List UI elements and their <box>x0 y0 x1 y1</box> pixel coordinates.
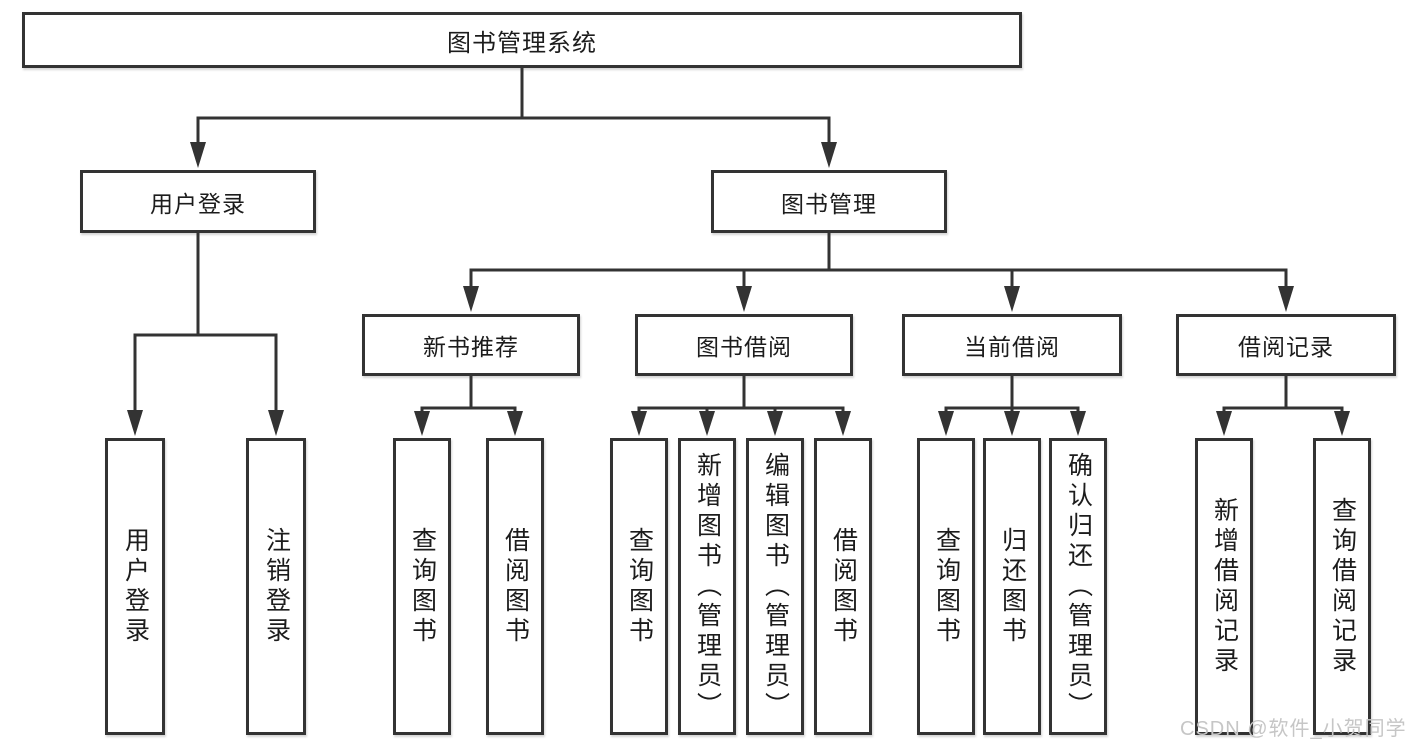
leaf-borrow-edit-book-admin: 编辑图书（管理员） <box>746 438 804 735</box>
leaf-borrow-edit-book-admin-label: 编辑图书（管理员） <box>761 451 790 722</box>
connector-current-borrow-to-leaves <box>938 376 1086 436</box>
node-book-borrow-label: 图书借阅 <box>696 334 792 360</box>
leaf-current-query-book: 查询图书 <box>917 438 975 735</box>
leaf-current-query-book-label: 查询图书 <box>932 526 961 647</box>
node-root-label: 图书管理系统 <box>447 29 597 57</box>
leaf-user-login: 用户登录 <box>105 438 165 735</box>
leaf-record-query-borrow-record: 查询借阅记录 <box>1313 438 1371 735</box>
node-user-login-label: 用户登录 <box>150 190 246 217</box>
node-borrow-record: 借阅记录 <box>1176 314 1396 376</box>
leaf-borrow-query-book-label: 查询图书 <box>625 526 654 647</box>
connector-book-management-to-level3 <box>463 233 1294 312</box>
leaf-borrow-add-book-admin-label: 新增图书（管理员） <box>693 451 722 722</box>
leaf-current-confirm-return-admin: 确认归还（管理员） <box>1049 438 1107 735</box>
leaf-record-add-borrow-record-label: 新增借阅记录 <box>1210 496 1239 677</box>
node-current-borrow-label: 当前借阅 <box>964 334 1060 360</box>
node-borrow-record-label: 借阅记录 <box>1238 334 1334 360</box>
connector-new-book-recommend-to-leaves <box>414 376 523 436</box>
leaf-logout-label: 注销登录 <box>262 526 291 647</box>
node-root: 图书管理系统 <box>22 12 1022 68</box>
node-current-borrow: 当前借阅 <box>902 314 1122 376</box>
connector-borrow-record-to-leaves <box>1216 376 1350 436</box>
leaf-record-query-borrow-record-label: 查询借阅记录 <box>1328 496 1357 677</box>
leaf-borrow-query-book: 查询图书 <box>610 438 668 735</box>
connector-user-login-to-leaves <box>127 233 284 436</box>
leaf-borrow-add-book-admin: 新增图书（管理员） <box>678 438 736 735</box>
leaf-logout: 注销登录 <box>246 438 306 735</box>
leaf-borrow-borrow-book: 借阅图书 <box>814 438 872 735</box>
leaf-newbook-borrow-book-label: 借阅图书 <box>501 526 530 647</box>
leaf-newbook-query-book-label: 查询图书 <box>408 526 437 647</box>
node-book-management: 图书管理 <box>711 170 947 233</box>
connector-root-to-level2 <box>190 68 837 168</box>
node-book-borrow: 图书借阅 <box>635 314 853 376</box>
leaf-current-return-book-label: 归还图书 <box>998 526 1027 647</box>
connector-book-borrow-to-leaves <box>631 376 851 436</box>
node-new-book-recommend: 新书推荐 <box>362 314 580 376</box>
node-new-book-recommend-label: 新书推荐 <box>423 334 519 360</box>
leaf-borrow-borrow-book-label: 借阅图书 <box>829 526 858 647</box>
leaf-newbook-query-book: 查询图书 <box>393 438 451 735</box>
leaf-current-confirm-return-admin-label: 确认归还（管理员） <box>1064 451 1093 722</box>
node-user-login: 用户登录 <box>80 170 316 233</box>
leaf-record-add-borrow-record: 新增借阅记录 <box>1195 438 1253 735</box>
leaf-user-login-label: 用户登录 <box>121 526 150 647</box>
leaf-newbook-borrow-book: 借阅图书 <box>486 438 544 735</box>
node-book-management-label: 图书管理 <box>781 190 877 217</box>
csdn-watermark: CSDN @软件_小贺同学 <box>1180 718 1405 740</box>
leaf-current-return-book: 归还图书 <box>983 438 1041 735</box>
